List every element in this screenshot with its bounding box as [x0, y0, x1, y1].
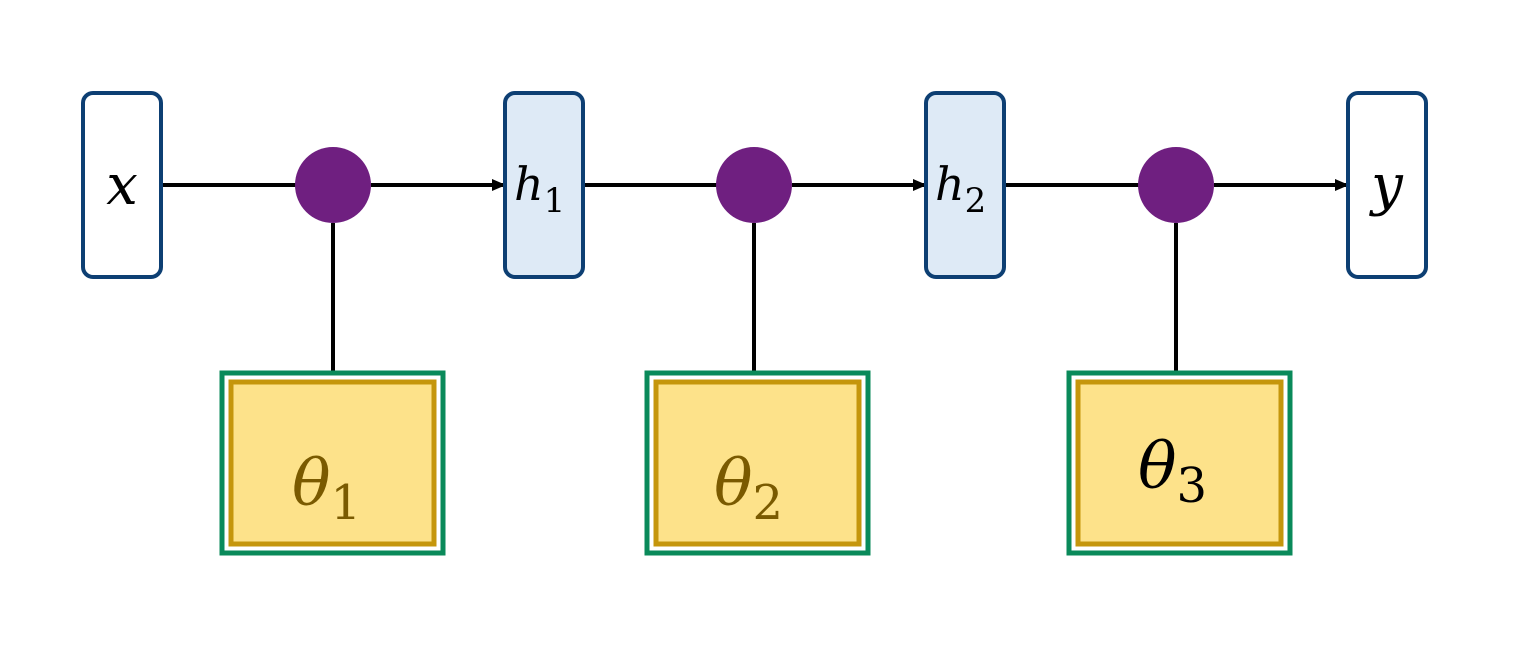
node-h2-box — [924, 91, 1006, 279]
node-y-box — [1346, 91, 1428, 279]
theta3-base: θ — [1138, 430, 1177, 504]
node-h2-base: h — [935, 157, 965, 211]
theta1-sub: 1 — [331, 475, 362, 531]
operator-nodes — [295, 147, 1214, 223]
parameter-theta1: θ1 — [219, 370, 446, 556]
node-h1-box — [503, 91, 585, 279]
node-x-box — [81, 91, 163, 279]
node-h1-label: h1 — [514, 157, 565, 221]
theta3-sub: 3 — [1177, 458, 1208, 514]
theta1-inner-box — [228, 379, 437, 547]
variable-node-h2: h2 — [924, 91, 1006, 279]
node-h1-sub: 1 — [544, 181, 566, 221]
node-y-label: y — [1368, 153, 1404, 218]
theta2-inner-box — [653, 379, 862, 547]
parameter-theta2: θ2 — [644, 370, 871, 556]
parameter-theta3: θ3 — [1066, 370, 1293, 556]
operator-node-2 — [716, 147, 792, 223]
variable-node-h1: h1 — [503, 91, 585, 279]
theta3-inner-box — [1075, 379, 1284, 547]
theta1-label: θ1 — [292, 447, 361, 531]
theta2-sub: 2 — [753, 475, 784, 531]
theta1-base: θ — [292, 447, 331, 521]
operator-node-1 — [295, 147, 371, 223]
node-h1-base: h — [514, 157, 544, 211]
theta2-label: θ2 — [714, 447, 783, 531]
operator-node-3 — [1138, 147, 1214, 223]
param-edges — [331, 223, 1178, 372]
theta3-label: θ3 — [1138, 430, 1207, 514]
node-h2-label: h2 — [935, 157, 986, 221]
variable-node-y: y — [1346, 91, 1428, 279]
node-x-label: x — [106, 153, 138, 218]
node-h2-sub: 2 — [965, 181, 987, 221]
theta2-base: θ — [714, 447, 753, 521]
variable-node-x: x — [81, 91, 163, 279]
